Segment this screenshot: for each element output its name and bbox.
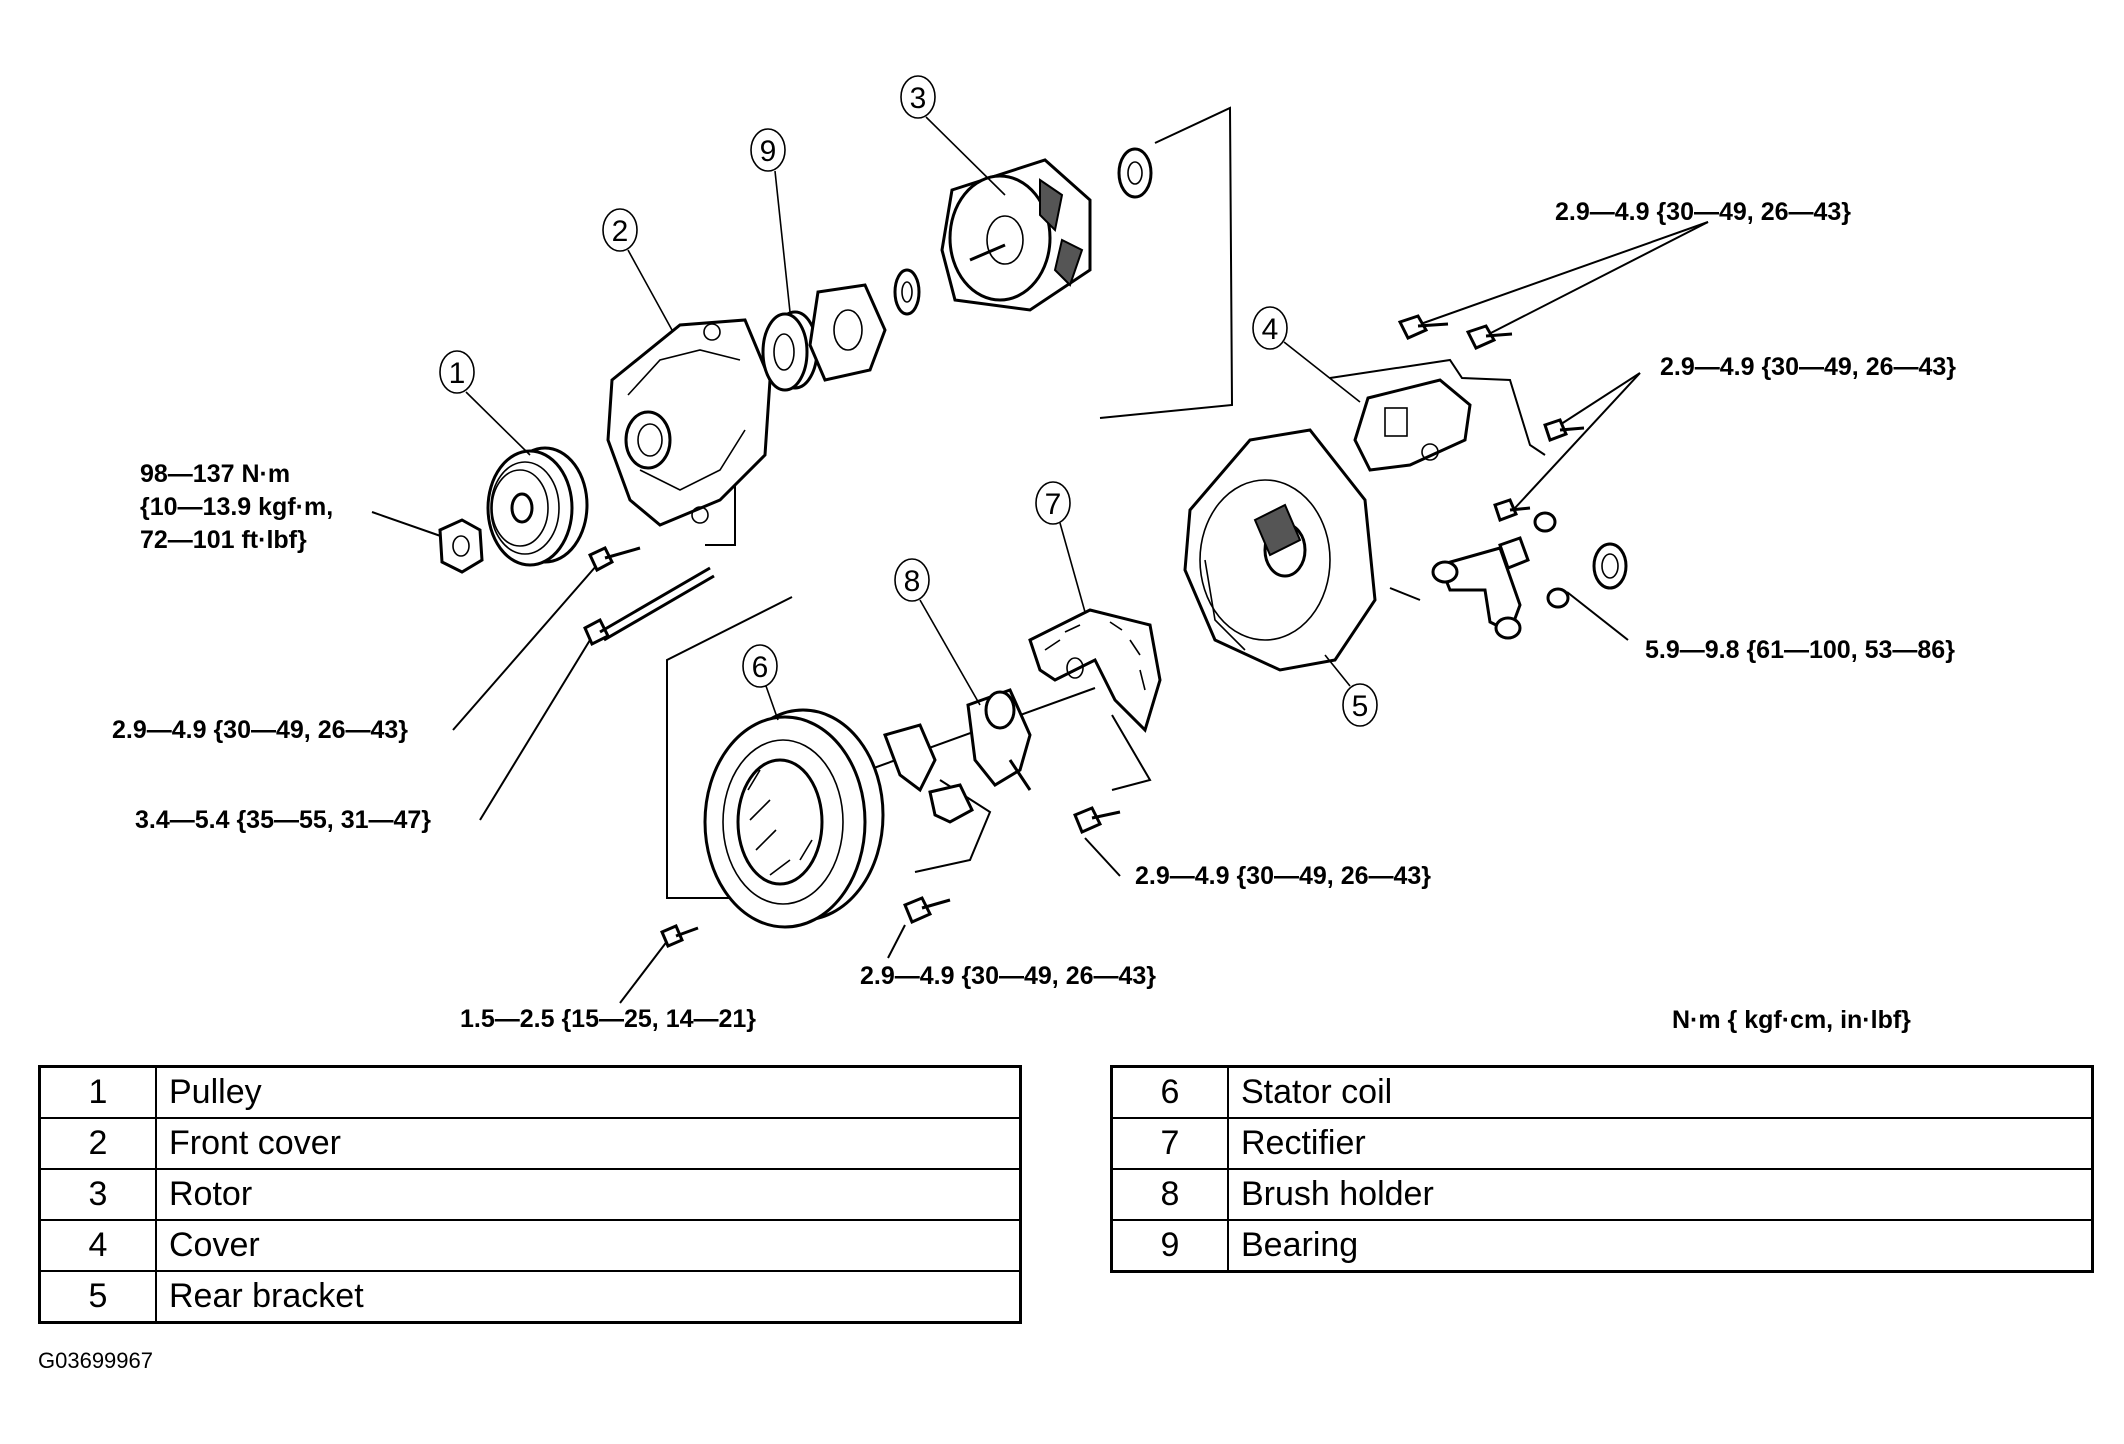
front-cover-drawing <box>606 318 772 527</box>
cover-drawing <box>1353 378 1472 472</box>
legend-number: 7 <box>1110 1117 1229 1170</box>
torque-pulley-nut-line2: {10—13.9 kgf·m, <box>140 493 333 521</box>
svg-text:4: 4 <box>1262 313 1279 346</box>
torque-units: N·m { kgf·cm, in·lbf} <box>1672 1006 1911 1034</box>
svg-text:7: 7 <box>1045 488 1062 521</box>
legend-part-name: Rotor <box>155 1168 1022 1221</box>
torque-through-bolt: 3.4—5.4 {35—55, 31—47} <box>135 806 431 834</box>
legend-number: 1 <box>38 1065 157 1119</box>
svg-text:1: 1 <box>449 357 466 390</box>
callout-6: 6 <box>742 644 779 721</box>
legend-part-name: Stator coil <box>1227 1065 2094 1119</box>
legend-number: 9 <box>1110 1219 1229 1273</box>
legend-number: 2 <box>38 1117 157 1170</box>
legend-number: 5 <box>38 1270 157 1324</box>
figure-code: G03699967 <box>38 1348 153 1373</box>
torque-brush-bolt: 2.9—4.9 {30—49, 26—43} <box>860 962 1156 990</box>
callout-5: 5 <box>1324 654 1378 727</box>
legend-part-name: Pulley <box>155 1065 1022 1119</box>
pulley-drawing <box>438 446 589 574</box>
brush-holder-drawing <box>883 688 1032 824</box>
terminal-parts-drawing <box>1431 511 1628 640</box>
legend-number: 3 <box>38 1168 157 1221</box>
callout-1: 1 <box>439 350 531 456</box>
legend-number: 4 <box>38 1219 157 1272</box>
torque-rectifier-bolt: 2.9—4.9 {30—49, 26—43} <box>1135 862 1431 890</box>
rotor-drawing <box>893 147 1153 316</box>
legend-number: 6 <box>1110 1065 1229 1119</box>
torque-front-bolt: 2.9—4.9 {30—49, 26—43} <box>112 716 408 744</box>
legend-part-name: Rectifier <box>1227 1117 2094 1170</box>
torque-pulley-nut-line1: 98—137 N·m <box>140 460 290 488</box>
rear-bracket-drawing <box>1183 428 1377 672</box>
stator-coil-drawing <box>703 708 885 929</box>
callout-3: 3 <box>900 75 1006 196</box>
torque-pulley-nut-line3: 72—101 ft·lbf} <box>140 526 307 554</box>
callout-2: 2 <box>602 208 673 331</box>
legend-number: 8 <box>1110 1168 1229 1221</box>
torque-stator-screw: 1.5—2.5 {15—25, 14—21} <box>460 1005 756 1033</box>
svg-text:6: 6 <box>752 651 769 684</box>
svg-text:3: 3 <box>910 82 927 115</box>
legend-part-name: Rear bracket <box>155 1270 1022 1324</box>
legend-part-name: Bearing <box>1227 1219 2094 1273</box>
svg-text:2: 2 <box>612 215 629 248</box>
rectifier-drawing <box>1028 608 1162 733</box>
svg-text:5: 5 <box>1352 690 1369 723</box>
legend-part-name: Cover <box>155 1219 1022 1272</box>
svg-text:8: 8 <box>904 565 921 598</box>
legend-part-name: Front cover <box>155 1117 1022 1170</box>
torque-cover-bolt-top: 2.9—4.9 {30—49, 26—43} <box>1555 198 1851 226</box>
bearing-drawing <box>761 283 887 392</box>
callout-9: 9 <box>750 128 791 313</box>
bolts-drawing <box>583 314 1585 948</box>
torque-cover-bolt-right: 2.9—4.9 {30—49, 26—43} <box>1660 353 1956 381</box>
torque-terminal-nut: 5.9—9.8 {61—100, 53—86} <box>1645 636 1955 664</box>
leader-lines <box>371 106 1709 1004</box>
legend-part-name: Brush holder <box>1227 1168 2094 1221</box>
torque-labels: 98—137 N·m {10—13.9 kgf·m, 72—101 ft·lbf… <box>112 198 1956 1034</box>
callout-7: 7 <box>1035 481 1086 613</box>
callout-4: 4 <box>1252 306 1361 403</box>
callout-8: 8 <box>894 558 981 706</box>
callouts: 1 2 3 4 5 6 7 <box>439 75 1378 727</box>
svg-text:9: 9 <box>760 135 777 168</box>
